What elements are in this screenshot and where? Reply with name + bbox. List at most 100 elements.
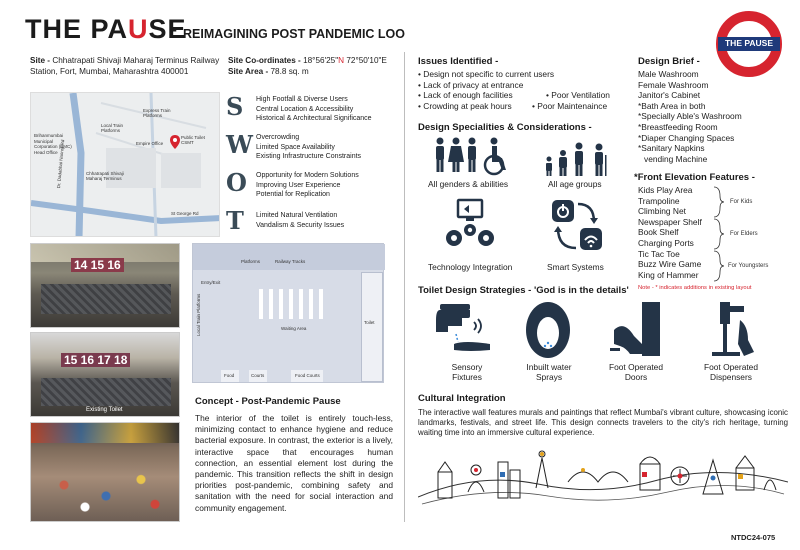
swot-item: Limited Natural Ventilation bbox=[256, 212, 338, 219]
map-label: Brihanmumbai Municipal Corporation (BMC)… bbox=[34, 133, 72, 155]
swot-item: Potential for Replication bbox=[256, 191, 330, 198]
site-value: Chhatrapati Shivaji Maharaj Terminus Rai… bbox=[30, 56, 220, 76]
elevation-item: Tic Tac Toe bbox=[638, 248, 680, 259]
issues-title: Issues Identified - bbox=[418, 56, 499, 67]
plan-label: Food Courts bbox=[295, 373, 320, 378]
brief-item: *Sanitary Napkins bbox=[638, 143, 705, 154]
concept-title: Concept - Post-Pandemic Pause bbox=[195, 396, 341, 407]
brief-item: *Bath Area in both bbox=[638, 100, 706, 111]
swot-item: Existing Infrastructure Constraints bbox=[256, 153, 362, 160]
site-coordinates: Site Co-ordinates - 18°56'25"N 72°50'10"… bbox=[228, 56, 418, 67]
site-label: Site - bbox=[30, 56, 51, 65]
food-court bbox=[291, 370, 323, 382]
logo-text: THE PAUSE bbox=[724, 38, 774, 48]
map-label: Express Train Platforms bbox=[143, 108, 171, 118]
elevation-list: Kids Play Area Trampoline Climbing Net N… bbox=[638, 185, 738, 280]
area-value: 78.8 sq. m bbox=[270, 67, 309, 76]
swot-letter: S bbox=[226, 92, 244, 121]
brief-item: *Diaper Changing Spaces bbox=[638, 132, 735, 143]
map-label: Empire Office bbox=[136, 141, 164, 146]
plan-label: Courts bbox=[251, 373, 265, 378]
swot-item: Overcrowding bbox=[256, 134, 300, 141]
elevation-item: Buzz Wire Game bbox=[638, 259, 702, 270]
title-dash: - bbox=[171, 19, 177, 39]
elevation-title: *Front Elevation Features - bbox=[634, 172, 755, 183]
swot-item: Improving User Experience bbox=[256, 181, 341, 189]
swot-letter: T bbox=[226, 206, 244, 235]
map-label: Local Train Platforms bbox=[101, 123, 124, 133]
coord-label: Site Co-ordinates - bbox=[228, 56, 301, 65]
swot-item: Central Location & Accessibility bbox=[256, 105, 354, 113]
brief-item: Female Washroom bbox=[638, 79, 709, 90]
toilet-block bbox=[361, 272, 383, 382]
title: THE PAUSE bbox=[25, 14, 187, 45]
strategies-title: Toilet Design Strategies - 'God is in th… bbox=[418, 285, 629, 296]
title-part-a: THE PA bbox=[25, 14, 129, 44]
brief-title: Design Brief - bbox=[638, 56, 700, 67]
swot-item: Vandalism & Security Issues bbox=[256, 221, 345, 229]
food-court bbox=[221, 370, 239, 382]
group-label: For Youngsters bbox=[728, 263, 769, 269]
smart-systems-icon bbox=[552, 200, 602, 250]
brief-item: *Specially Able's Washroom bbox=[638, 111, 742, 122]
platform-numbers: 14 15 16 bbox=[71, 258, 124, 272]
speciality-label: Smart Systems bbox=[547, 262, 604, 272]
issue-item: • Lack of privacy at entrance bbox=[418, 79, 524, 90]
map-label: Public Toilet CSMT bbox=[181, 135, 205, 145]
plan-label: Food bbox=[224, 373, 235, 378]
waiting-area-bars bbox=[259, 289, 324, 319]
area-label: Site Area - bbox=[228, 67, 269, 76]
elevation-item: Charging Ports bbox=[638, 237, 694, 248]
brief-item: vending Machine bbox=[644, 153, 708, 164]
plan-label: Toilet bbox=[364, 320, 375, 325]
elevation-note: Note - * indicates additions in existing… bbox=[638, 285, 752, 291]
swot-item: Limited Space Availability bbox=[256, 143, 335, 151]
subtitle: REIMAGINING POST PANDEMIC LOO bbox=[183, 27, 405, 41]
plan-label: Local Train Platforms bbox=[196, 293, 201, 336]
floor-plan: Platforms Railway Tracks Entry/Exit Loca… bbox=[192, 243, 385, 383]
cultural-body: The interactive wall features murals and… bbox=[418, 408, 788, 438]
column-divider bbox=[404, 52, 405, 522]
group-brackets bbox=[713, 186, 725, 282]
coord-value-n: N bbox=[338, 56, 345, 65]
toilet-seat-spray-icon bbox=[526, 302, 570, 358]
issue-item: • Poor Maintenaince bbox=[532, 101, 608, 111]
specialities-title: Design Specialities & Considerations - bbox=[418, 122, 592, 133]
brief-item: Janitor's Cabinet bbox=[638, 90, 701, 101]
platform-numbers: 15 16 17 18 bbox=[61, 353, 131, 367]
footer-code: NTDC24-075 bbox=[731, 533, 776, 542]
map-label: St George Rd bbox=[171, 211, 199, 216]
all-genders-icon bbox=[436, 137, 506, 176]
elevation-item: Newspaper Shelf bbox=[638, 216, 702, 227]
map-label: Chhatrapati Shivaji Maharaj Terminus bbox=[86, 171, 124, 181]
plan-label: Entry/Exit bbox=[201, 280, 221, 285]
foot-operated-door-icon bbox=[610, 302, 660, 356]
swot-letter: W bbox=[226, 130, 253, 159]
swot-item: Historical & Architectural Significance bbox=[256, 115, 372, 122]
site-map: Brihanmumbai Municipal Corporation (BMC)… bbox=[30, 92, 220, 237]
all-age-groups-icon bbox=[546, 142, 607, 176]
plan-label: Waiting Area bbox=[281, 326, 307, 331]
brief-item: Male Washroom bbox=[638, 69, 699, 79]
concept-body: The interior of the toilet is entirely t… bbox=[195, 413, 393, 513]
cultural-title: Cultural Integration bbox=[418, 393, 506, 404]
elevation-item: Book Shelf bbox=[638, 227, 679, 238]
coord-value-b: 72°50'10"E bbox=[344, 56, 387, 65]
site-info: Site - Chhatrapati Shivaji Maharaj Termi… bbox=[30, 56, 220, 77]
speciality-label: Technology Integration bbox=[428, 262, 513, 272]
plan-label: Railway Tracks bbox=[275, 259, 306, 264]
issues-list: • Design not specific to current users •… bbox=[418, 69, 628, 111]
elevation-item: Climbing Net bbox=[638, 206, 686, 217]
issue-item: • Design not specific to current users bbox=[418, 69, 555, 79]
coord-value-a: 18°56'25" bbox=[303, 56, 339, 65]
location-pin-icon bbox=[170, 135, 180, 149]
logo: THE PAUSE bbox=[712, 7, 786, 81]
brief-list: Male Washroom Female Washroom Janitor's … bbox=[638, 69, 788, 164]
plan-label: Platforms bbox=[241, 259, 261, 264]
speciality-label: All genders & abilities bbox=[428, 179, 509, 189]
elevation-item: King of Hammer bbox=[638, 269, 699, 280]
station-photo-2: 15 16 17 18 Existing Toilet bbox=[30, 332, 180, 417]
